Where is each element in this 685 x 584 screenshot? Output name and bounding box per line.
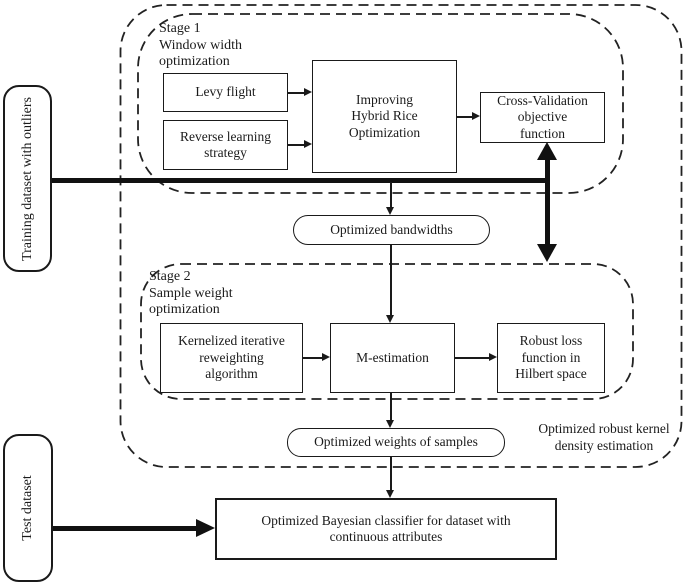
arrowhead-down-to-stage2: [537, 244, 557, 262]
stage2-title: Stage 2 Sample weight optimization: [149, 269, 233, 319]
arrowhead-to-classifier: [386, 490, 394, 498]
arrowhead-to-weights: [386, 420, 394, 428]
bayesian-classifier-label: Optimized Bayesian classifier for datase…: [261, 512, 511, 544]
arrowhead-levy-to-hro: [304, 88, 312, 96]
bayesian-classifier-box: Optimized Bayesian classifier for datase…: [215, 498, 557, 560]
stage2-dashed-boundary: [140, 263, 634, 400]
training-to-stages-connector: [52, 178, 550, 183]
levy-flight-label: Levy flight: [195, 84, 256, 100]
cross-validation-label: Cross-Validation objective function: [497, 93, 588, 141]
optimized-weights-label: Optimized weights of samples: [314, 434, 478, 450]
cross-validation-box: Cross-Validation objective function: [480, 92, 605, 143]
stage2-title-line2: Sample weight: [149, 285, 233, 301]
outer-dashed-boundary: [119, 4, 683, 468]
hybrid-rice-optimization-box: Improving Hybrid Rice Optimization: [312, 60, 457, 173]
m-estimation-box: M-estimation: [330, 323, 455, 393]
connector-stage1-to-bandwidths: [390, 182, 392, 207]
optimized-bandwidths-node: Optimized bandwidths: [293, 215, 490, 245]
arrowhead-kernelized-to-mestimation: [322, 353, 330, 361]
optimized-weights-node: Optimized weights of samples: [287, 428, 505, 457]
cross-validation-feedback-shaft: [545, 159, 550, 246]
robust-loss-label: Robust loss function in Hilbert space: [515, 333, 587, 382]
stage1-title-line2: Window width: [159, 37, 243, 53]
connector-mestimation-to-weights: [390, 393, 392, 420]
stage1-title-line1: Stage 1: [159, 21, 201, 36]
levy-flight-box: Levy flight: [163, 73, 288, 112]
connector-hro-to-cv: [457, 116, 472, 118]
kernelized-reweighting-box: Kernelized iterative reweighting algorit…: [160, 323, 303, 393]
training-dataset-node: Training dataset with outliers: [3, 85, 52, 272]
outer-caption: Optimized robust kernel density estimati…: [524, 420, 684, 454]
connector-reverse-to-hro: [288, 144, 304, 146]
optimized-bandwidths-label: Optimized bandwidths: [330, 221, 453, 237]
robust-loss-box: Robust loss function in Hilbert space: [497, 323, 605, 393]
outer-caption-line1: Optimized robust kernel: [538, 421, 670, 436]
arrowhead-to-bandwidths: [386, 207, 394, 215]
hybrid-rice-optimization-label: Improving Hybrid Rice Optimization: [348, 91, 421, 140]
kernelized-reweighting-label: Kernelized iterative reweighting algorit…: [178, 333, 285, 382]
arrowhead-reverse-to-hro: [304, 140, 312, 148]
connector-levy-to-hro: [288, 92, 304, 94]
arrowhead-test-to-classifier: [196, 519, 215, 537]
connector-weights-to-classifier: [390, 457, 392, 490]
arrowhead-to-mestimation: [386, 315, 394, 323]
arrowhead-mestimation-to-robustloss: [489, 353, 497, 361]
reverse-learning-label: Reverse learning strategy: [179, 128, 272, 160]
stage1-dashed-boundary: [137, 13, 624, 194]
connector-kernelized-to-mestimation: [303, 357, 322, 359]
connector-bandwidths-to-mestimation: [390, 245, 392, 315]
reverse-learning-box: Reverse learning strategy: [163, 120, 288, 170]
training-dataset-label: Training dataset with outliers: [19, 96, 35, 261]
arrowhead-hro-to-cv: [472, 112, 480, 120]
stage1-title-line3: optimization: [159, 54, 230, 69]
stage2-title-line3: optimization: [149, 302, 220, 317]
stage2-title-line1: Stage 2: [149, 269, 191, 284]
outer-caption-line2: density estimation: [554, 438, 654, 453]
test-dataset-node: Test dataset: [3, 434, 53, 582]
connector-mestimation-to-robustloss: [455, 357, 489, 359]
arrowhead-up-to-cross-validation: [537, 142, 557, 160]
m-estimation-label: M-estimation: [356, 349, 429, 365]
test-to-classifier-connector: [53, 526, 196, 531]
stage1-title: Stage 1 Window width optimization: [159, 21, 242, 71]
test-dataset-label: Test dataset: [20, 475, 35, 541]
